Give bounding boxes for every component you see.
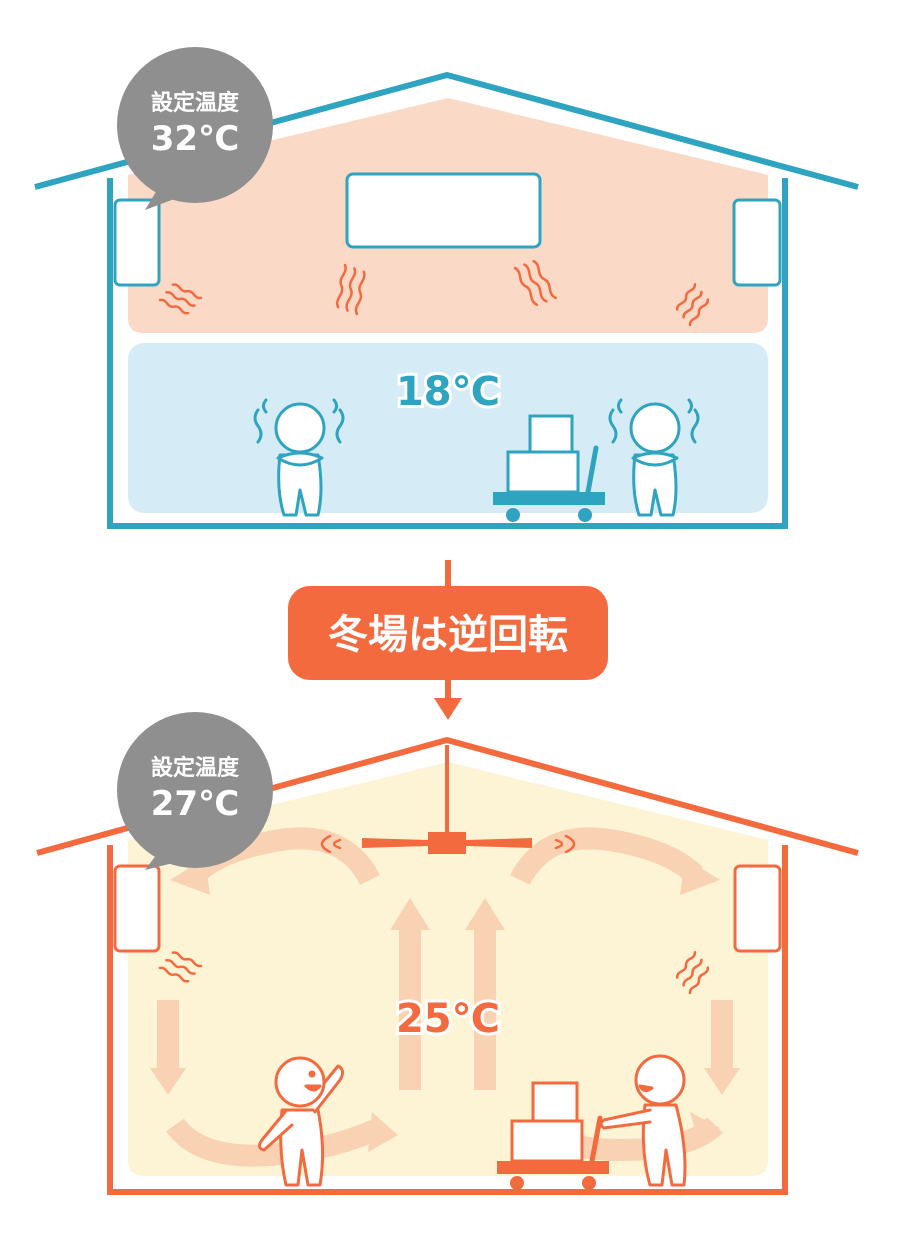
bottom-room-temperature: 25℃: [396, 996, 500, 1042]
top-bubble-line2: 32℃: [151, 119, 240, 159]
bottom-setpoint-bubble: 設定温度 27℃: [117, 712, 273, 870]
banner-label: 冬場は逆回転: [328, 612, 568, 658]
ceiling-fan: [320, 745, 576, 854]
bottom-walls: [107, 845, 788, 1195]
top-bubble-line1: 設定温度: [151, 90, 240, 116]
bottom-right-heater: [733, 864, 782, 953]
top-walls: [107, 178, 788, 529]
top-room-temperature: 18℃: [396, 369, 500, 415]
bottom-happy-person: [257, 1056, 345, 1187]
top-setpoint-bubble: 設定温度 32℃: [117, 47, 273, 210]
top-left-cold-person: [253, 398, 345, 517]
bottom-heat-waves: [158, 951, 710, 995]
top-left-heater: [113, 198, 161, 287]
transition-connector: 冬場は逆回転: [288, 560, 608, 720]
bottom-bubble-line2: 27℃: [151, 784, 240, 824]
top-hand-truck: [493, 414, 605, 522]
top-right-cold-person: [608, 398, 700, 517]
bottom-bubble-line1: 設定温度: [151, 755, 240, 781]
bottom-left-heater: [113, 864, 161, 953]
bottom-cart-pusher: [497, 1054, 687, 1190]
top-heat-waves: [158, 259, 710, 327]
top-house: 18℃: [34, 47, 859, 529]
top-right-heater: [732, 198, 782, 287]
top-ceiling-unit: [345, 172, 542, 249]
bottom-house: 25℃: [36, 712, 859, 1195]
down-arrow-icon: [434, 698, 462, 720]
reverse-rotation-banner: [288, 586, 608, 680]
